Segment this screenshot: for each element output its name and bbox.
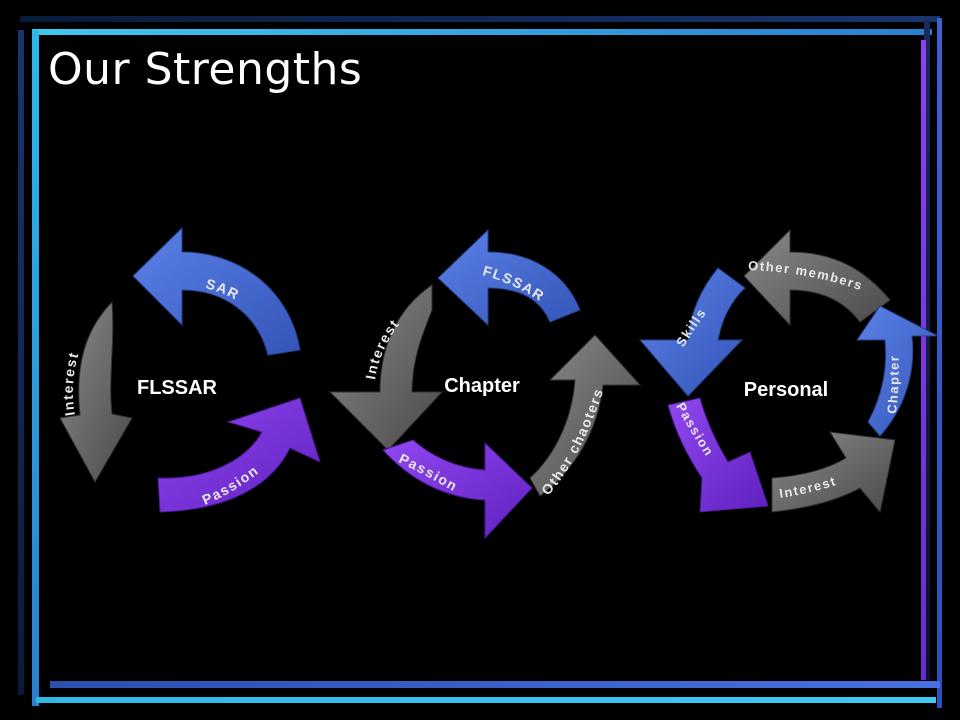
frame-left-cyan <box>32 30 39 706</box>
frame-left-dark <box>18 30 24 695</box>
cycle-1-arrow-passion <box>157 397 321 513</box>
cycle-3-arrow-chapter <box>856 305 939 437</box>
cycle-3-center-label: Personal <box>744 379 828 401</box>
cycle-3-arrow-other-members <box>743 228 891 327</box>
cycle-2-center-label: Chapter <box>444 375 520 397</box>
frame-top-cyan <box>32 29 932 35</box>
cycle-1-arrow-interest <box>59 300 133 484</box>
cycle-3-arrow-interest <box>771 431 896 514</box>
cycle-1-arrow-sar <box>132 226 301 356</box>
frame-right-dark <box>924 20 930 680</box>
frame-right-blue <box>937 18 942 708</box>
cycle-3: Other members Skills Chapter Passion Int… <box>638 228 939 514</box>
cycle-1: SAR Interest Passion FLSSAR <box>59 226 321 513</box>
cycle-2-arrow-interest <box>328 284 444 451</box>
cycle-2-arrow-other <box>529 334 642 497</box>
frame-top-dark <box>20 16 940 22</box>
cycle-1-center-label: FLSSAR <box>137 377 218 399</box>
frame-bottom-cyan <box>36 697 936 703</box>
cycle-2-arrow-passion <box>382 439 533 540</box>
cycle-2: FLSSAR Interest Passion Other chaoters C… <box>328 228 642 540</box>
frame-bottom-blue <box>50 681 940 688</box>
cycle-3-arrow-skills <box>638 267 746 397</box>
cycle-2-arrow-flssar <box>437 228 581 327</box>
frame-right-purple <box>921 40 926 680</box>
cycle-3-arrow-passion <box>667 397 769 513</box>
cycle-1-label-interest: Interest <box>60 350 82 418</box>
cycle-3-label-chapter: Chapter <box>884 355 902 415</box>
slide-title: Our Strengths <box>48 44 363 95</box>
